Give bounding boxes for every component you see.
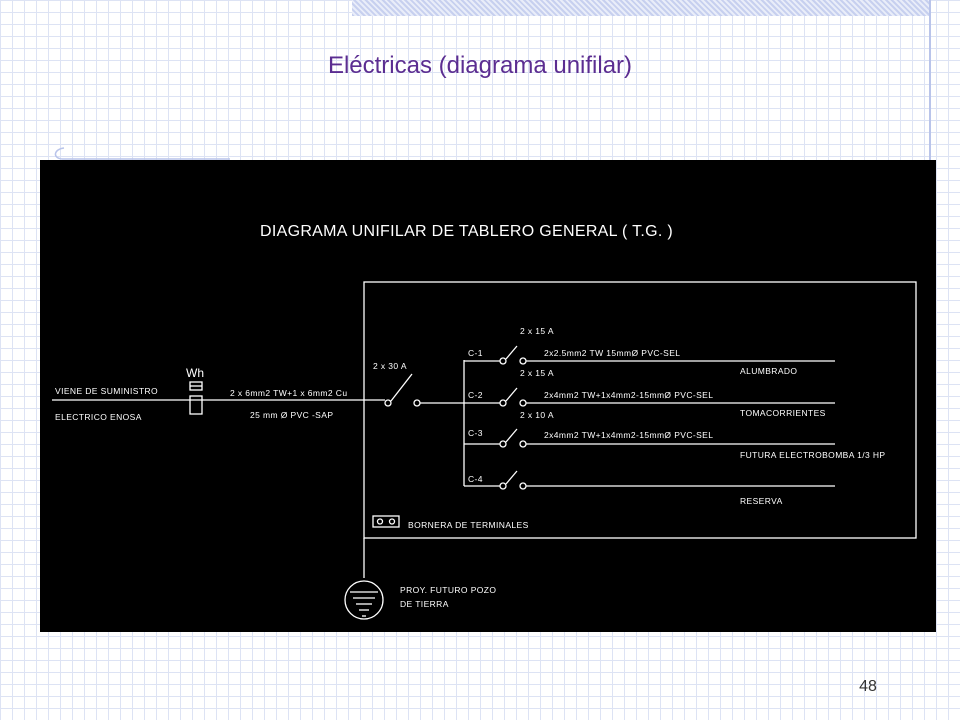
breaker-blade bbox=[505, 428, 518, 443]
diagram-canvas: DIAGRAMA UNIFILAR DE TABLERO GENERAL ( T… bbox=[52, 223, 917, 620]
ground-label-line2: DE TIERRA bbox=[400, 599, 449, 609]
breaker-contact-out bbox=[519, 357, 527, 365]
circuit-c4: C-4 RESERVA bbox=[464, 470, 835, 506]
breaker-blade bbox=[505, 470, 518, 485]
meter-body-box bbox=[189, 395, 203, 415]
breaker-contact-out bbox=[519, 482, 527, 490]
main-breaker-contact-in bbox=[384, 399, 392, 407]
breaker-contact-in bbox=[499, 399, 507, 407]
diagram-title: DIAGRAMA UNIFILAR DE TABLERO GENERAL ( T… bbox=[260, 223, 673, 240]
circuit-load: RESERVA bbox=[740, 496, 783, 506]
breaker-contact-in bbox=[499, 440, 507, 448]
terminal-block-label: BORNERA DE TERMINALES bbox=[408, 520, 529, 530]
breaker-rating: 2 x 10 A bbox=[520, 410, 554, 420]
terminal-block-symbol bbox=[372, 515, 400, 528]
corner-ornament bbox=[54, 147, 230, 160]
breaker-contact-in bbox=[499, 482, 507, 490]
circuit-load: TOMACORRIENTES bbox=[740, 408, 826, 418]
circuit-load: FUTURA ELECTROBOMBA 1/3 HP bbox=[740, 450, 886, 460]
supply-label-line1: VIENE DE SUMINISTRO bbox=[55, 386, 158, 396]
breaker-rating: 2 x 15 A bbox=[520, 326, 554, 336]
slide-title: Eléctricas (diagrama unifilar) bbox=[327, 52, 633, 79]
supply-label-line2: ELECTRICO ENOSA bbox=[55, 412, 142, 422]
breaker-contact-out bbox=[519, 399, 527, 407]
circuit-cable: 2x4mm2 TW+1x4mm2-15mmØ PVC-SEL bbox=[544, 430, 713, 440]
main-breaker-label: 2 x 30 A bbox=[373, 361, 407, 371]
circuit-c3: C-3 2 x 10 A 2x4mm2 TW+1x4mm2-15mmØ PVC-… bbox=[464, 410, 886, 460]
feeder-cable-label: 2 x 6mm2 TW+1 x 6mm2 Cu bbox=[230, 388, 347, 398]
circuit-id: C-1 bbox=[468, 348, 483, 358]
circuit-id: C-4 bbox=[468, 474, 483, 484]
ground-label-line1: PROY. FUTURO POZO bbox=[400, 585, 496, 595]
board-enclosure bbox=[363, 281, 917, 539]
feeder-conduit-label: 25 mm Ø PVC -SAP bbox=[250, 410, 333, 420]
breaker-contact-out bbox=[519, 440, 527, 448]
breaker-contact-in bbox=[499, 357, 507, 365]
ground-well-icon bbox=[344, 580, 384, 620]
header-decoration-band bbox=[352, 0, 930, 16]
page-number: 48 bbox=[859, 678, 877, 695]
breaker-blade bbox=[505, 345, 518, 360]
terminal-screw-right bbox=[388, 518, 396, 525]
circuit-load: ALUMBRADO bbox=[740, 366, 797, 376]
right-decoration-rule bbox=[929, 0, 931, 160]
circuit-c2: C-2 2 x 15 A 2x4mm2 TW+1x4mm2-15mmØ PVC-… bbox=[464, 368, 835, 418]
circuit-id: C-3 bbox=[468, 428, 483, 438]
circuit-cable: 2x2.5mm2 TW 15mmØ PVC-SEL bbox=[544, 348, 680, 358]
main-breaker-blade bbox=[390, 373, 413, 402]
terminal-screw-left bbox=[376, 518, 384, 525]
breaker-blade bbox=[505, 387, 518, 402]
breaker-rating: 2 x 15 A bbox=[520, 368, 554, 378]
main-breaker-contact-out bbox=[413, 399, 421, 407]
circuit-id: C-2 bbox=[468, 390, 483, 400]
circuit-cable: 2x4mm2 TW+1x4mm2-15mmØ PVC-SEL bbox=[544, 390, 713, 400]
meter-label: Wh bbox=[186, 366, 204, 380]
circuit-c1: C-1 2 x 15 A 2x2.5mm2 TW 15mmØ PVC-SEL A… bbox=[464, 326, 835, 376]
single-line-diagram: DIAGRAMA UNIFILAR DE TABLERO GENERAL ( T… bbox=[40, 160, 936, 632]
